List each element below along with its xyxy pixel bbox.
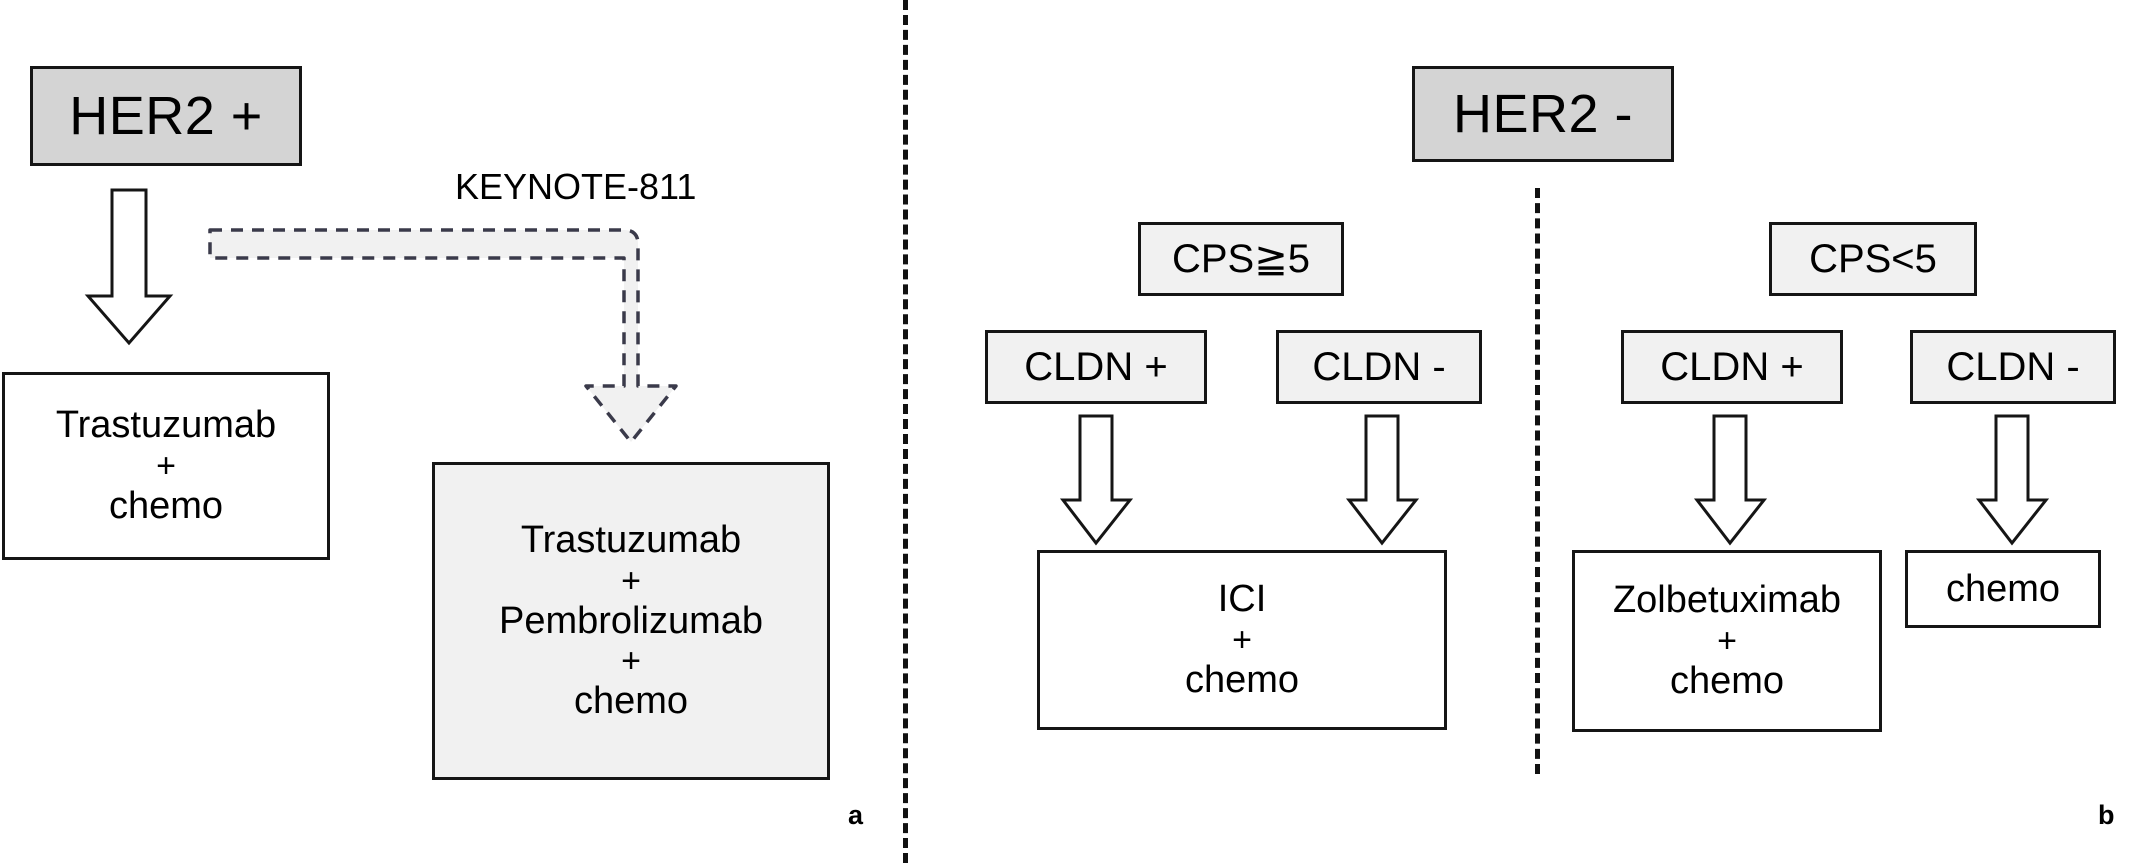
- node-trastuzumab-chemo: Trastuzumab + chemo: [2, 372, 330, 560]
- node-cldn-negative-label: CLDN -: [1946, 344, 2080, 389]
- node-cldn-positive-label: CLDN +: [1024, 344, 1168, 389]
- node-cldn-positive-cps-lt5: CLDN +: [1621, 330, 1843, 404]
- treatment-line-1: Zolbetuximab: [1612, 579, 1842, 622]
- caption-keynote-811: KEYNOTE-811: [455, 166, 697, 207]
- node-chemo-only: chemo: [1905, 550, 2101, 628]
- treatment-plus-1: +: [1232, 620, 1252, 659]
- treatment-plus-1: +: [621, 561, 641, 600]
- treatment-plus-1: +: [1717, 621, 1737, 660]
- panel-divider-cps: [1535, 188, 1540, 774]
- node-cps-lt-5-label: CPS<5: [1809, 236, 1937, 281]
- treatment-line-1: chemo: [1945, 567, 2061, 610]
- arrow-cldnneg-to-ici: [1345, 414, 1420, 546]
- treatment-line-3: chemo: [573, 680, 689, 723]
- treatment-line-2: Pembrolizumab: [499, 599, 763, 642]
- treatment-line-2: chemo: [1669, 660, 1785, 703]
- treatment-line-2: chemo: [108, 485, 224, 528]
- arrow-cldnpos-to-ici: [1059, 414, 1134, 546]
- node-cps-ge-5: CPS≧5: [1138, 222, 1344, 296]
- panel-label-a: a: [848, 800, 864, 830]
- node-her2-negative: HER2 -: [1412, 66, 1674, 162]
- node-cldn-negative-label: CLDN -: [1312, 344, 1446, 389]
- node-cldn-negative-cps-lt5: CLDN -: [1910, 330, 2116, 404]
- node-ici-chemo: ICI + chemo: [1037, 550, 1447, 730]
- node-cldn-negative-cps-ge5: CLDN -: [1276, 330, 1482, 404]
- panel-label-b: b: [2098, 800, 2115, 830]
- arrow-cldnpos-to-zolbetuximab: [1693, 414, 1768, 546]
- arrow-her2pos-to-trastuzumab: [84, 188, 174, 346]
- node-her2-negative-label: HER2 -: [1452, 83, 1634, 144]
- panel-divider-main: [903, 0, 908, 863]
- node-her2-positive-label: HER2 +: [69, 85, 263, 146]
- arrow-cldnneg-to-chemo: [1975, 414, 2050, 546]
- node-cldn-positive-label: CLDN +: [1660, 344, 1804, 389]
- node-cps-lt-5: CPS<5: [1769, 222, 1977, 296]
- treatment-plus-2: +: [621, 642, 641, 681]
- node-cps-ge-5-label: CPS≧5: [1171, 236, 1310, 281]
- arrow-keynote-elbow-dashed: [206, 216, 716, 456]
- treatment-line-2: chemo: [1184, 659, 1300, 702]
- node-cldn-positive-cps-ge5: CLDN +: [985, 330, 1207, 404]
- node-trastuzumab-pembrolizumab-chemo: Trastuzumab + Pembrolizumab + chemo: [432, 462, 830, 780]
- node-zolbetuximab-chemo: Zolbetuximab + chemo: [1572, 550, 1882, 732]
- treatment-line-1: Trastuzumab: [55, 404, 277, 447]
- node-her2-positive: HER2 +: [30, 66, 302, 166]
- treatment-plus-1: +: [156, 446, 176, 485]
- treatment-line-1: Trastuzumab: [520, 519, 742, 562]
- treatment-line-1: ICI: [1217, 578, 1267, 621]
